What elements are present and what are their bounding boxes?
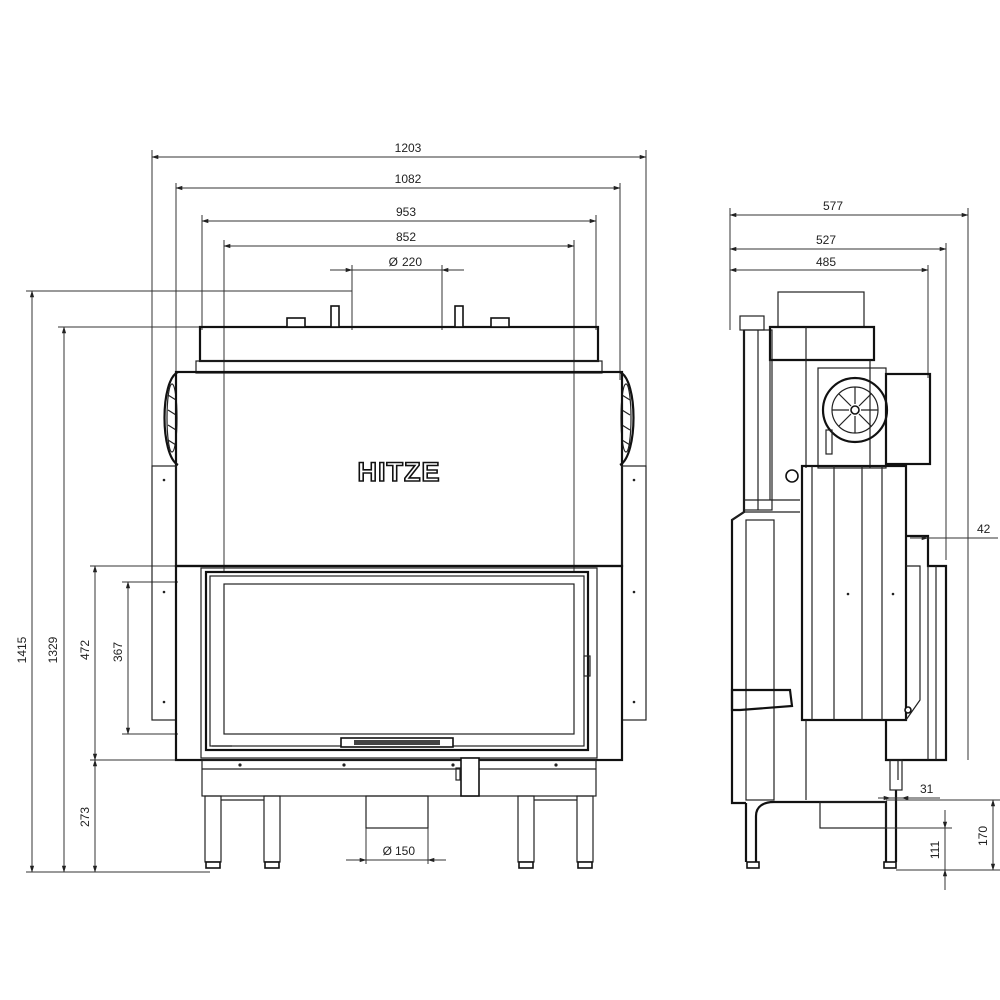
dim-label-door-height: 472 xyxy=(78,640,92,660)
dim-label-overall-height: 1415 xyxy=(15,636,29,663)
front-door xyxy=(174,564,624,762)
dim-label-overall-depth: 577 xyxy=(823,199,843,213)
dim-label-base-height: 273 xyxy=(78,807,92,827)
dim-overall-height: 1415 xyxy=(15,290,352,873)
dim-label-flue-diameter: 220 xyxy=(402,255,422,269)
dim-label-inlet-height: 111 xyxy=(928,841,942,860)
dim-label-body-width: 1082 xyxy=(395,172,422,186)
dim-inner-depth: 485 xyxy=(729,255,929,273)
dim-label-offset-bottom: 31 xyxy=(920,782,934,796)
side-top-collar xyxy=(768,291,876,500)
dim-label-glass-width: 852 xyxy=(396,230,416,244)
dim-label-air-inlet: 150 xyxy=(395,844,415,858)
dim-label-inlet-top-height: 170 xyxy=(976,826,990,846)
diameter-symbol-flue: Ø xyxy=(389,255,398,269)
dim-label-glass-height: 367 xyxy=(111,642,125,662)
side-fan-wheel xyxy=(817,367,889,469)
dim-glass-height: 367 xyxy=(111,581,178,735)
dim-label-body-depth: 527 xyxy=(816,233,836,247)
dim-flue-diameter: Ø 220 xyxy=(330,255,464,273)
side-main-body xyxy=(785,464,912,722)
dim-overall-depth: 577 xyxy=(729,199,969,218)
side-air-bracket xyxy=(730,688,794,712)
front-top-hood xyxy=(195,305,603,374)
front-side-panels xyxy=(151,465,647,721)
front-extension-lines xyxy=(151,150,647,572)
front-view: 1203 1082 953 852 Ø 220 1415 xyxy=(15,141,647,873)
dim-offset-right: 42 xyxy=(910,522,998,541)
dim-label-body-height: 1329 xyxy=(46,636,60,663)
dim-overall-width: 1203 xyxy=(151,141,647,160)
dim-inlet-heights: 111 170 xyxy=(886,799,1000,890)
dim-air-inlet: Ø 150 xyxy=(346,828,446,864)
side-view: 577 527 485 xyxy=(729,199,1000,890)
dim-label-overall-width: 1203 xyxy=(395,141,422,155)
side-rear-wall xyxy=(730,315,800,805)
dim-offset-bottom: 31 xyxy=(878,782,940,801)
dim-label-frame-width: 953 xyxy=(396,205,416,219)
dim-label-offset-right: 42 xyxy=(977,522,991,536)
side-air-box xyxy=(884,372,932,466)
side-extension-lines xyxy=(729,208,969,760)
brand-logo: HITZE xyxy=(358,457,441,487)
side-door-profile xyxy=(884,534,948,762)
dim-frame-width: 953 xyxy=(201,205,597,224)
dim-glass-width: 852 xyxy=(223,230,575,249)
dim-base-height: 273 xyxy=(78,759,98,873)
dim-door-height: 472 xyxy=(78,565,205,761)
side-base xyxy=(744,720,903,869)
dim-label-inner-depth: 485 xyxy=(816,255,836,269)
door-glass xyxy=(223,583,575,735)
dim-body-width: 1082 xyxy=(175,172,621,191)
front-base xyxy=(201,757,597,869)
dim-body-depth: 527 xyxy=(729,233,947,252)
diameter-symbol-inlet: Ø xyxy=(383,844,392,858)
dim-body-height: 1329 xyxy=(46,326,200,873)
